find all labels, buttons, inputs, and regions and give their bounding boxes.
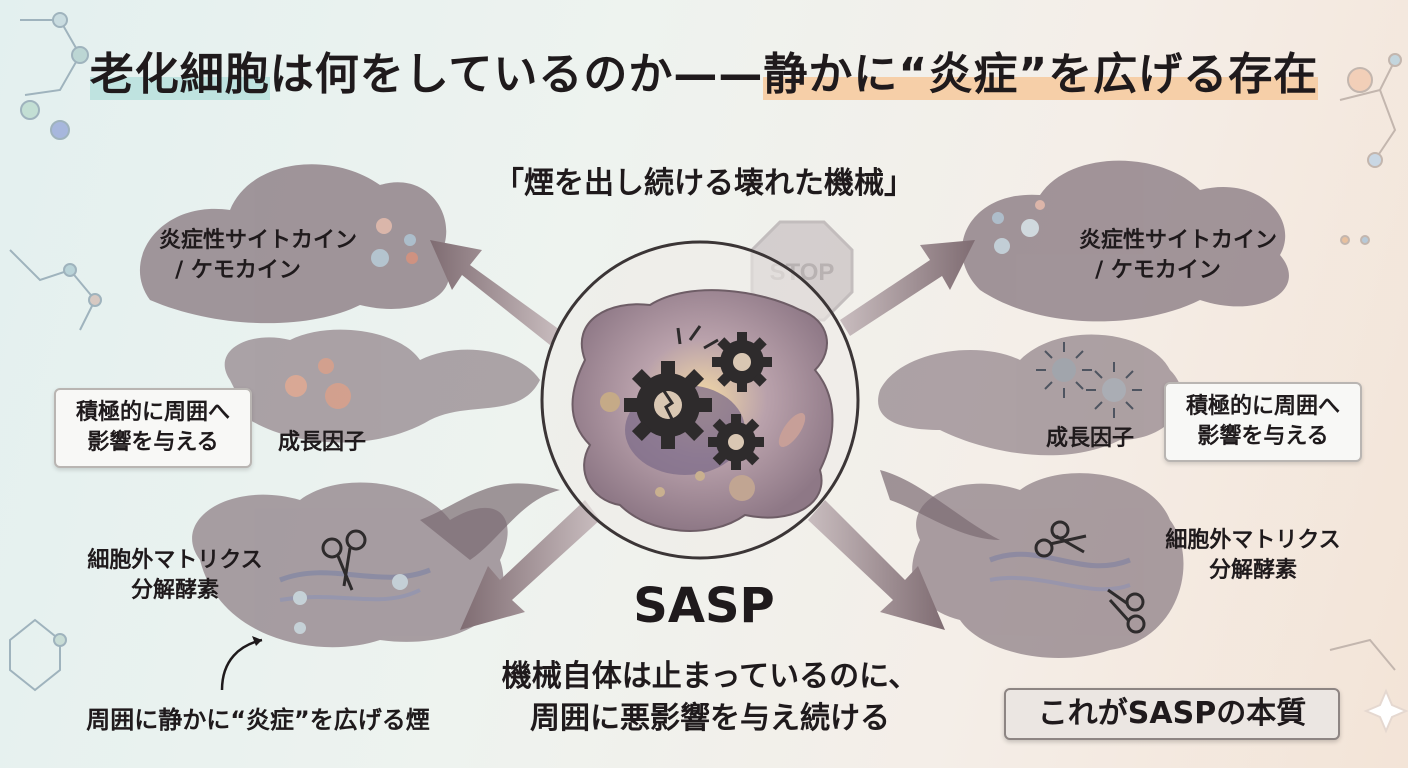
cell-organelle — [778, 412, 806, 448]
essence-box: これがSASPの本質 — [1004, 688, 1340, 740]
arrow-bottom-right — [808, 500, 945, 630]
active-effect-left-line1: 積極的に周囲へ — [75, 400, 230, 425]
smoke-cloud-matrix-right — [912, 473, 1184, 659]
label-cytokine-left-line1: 炎症性サイトカイン — [158, 228, 357, 253]
label-matrix-right-line1: 細胞外マトリクス — [1165, 528, 1341, 553]
arrow-top-right — [840, 240, 975, 336]
cell-vesicle — [729, 475, 755, 501]
smoke-cloud-cytokine-right — [962, 160, 1289, 322]
label-cytokine-right-line1: 炎症性サイトカイン — [1078, 228, 1277, 253]
active-effect-box-right: 積極的に周囲へ 影響を与える — [1164, 382, 1362, 462]
subtitle: 「煙を出し続ける壊れた機械」 — [494, 166, 914, 201]
scissors-icon-left — [321, 529, 367, 591]
active-effect-box-left: 積極的に周囲へ 影響を与える — [54, 388, 252, 468]
title-part-inflammation: 静かに“炎症”を広げる存在 — [763, 49, 1319, 100]
arrow-bottom-left — [460, 500, 600, 630]
title-part-question: は何をしているのか—— — [269, 49, 764, 100]
active-effect-right-line1: 積極的に周囲へ — [1185, 394, 1340, 419]
cell-vesicle — [695, 471, 705, 481]
smoke-cloud-growth-right — [878, 334, 1182, 456]
cell-vesicle — [655, 487, 665, 497]
label-matrix-left: 細胞外マトリクス 分解酵素 — [60, 546, 290, 606]
bottom-message-line2: 周囲に悪影響を与え続ける — [530, 701, 890, 736]
growth-factor-particle-icons — [1036, 342, 1142, 418]
molecule-decoration-right — [1329, 53, 1408, 734]
caption-pointer — [220, 638, 263, 691]
label-cytokine-right: 炎症性サイトカイン / ケモカイン — [1048, 226, 1308, 286]
caption-pointer-head — [252, 636, 262, 646]
sasp-label: SASP — [633, 578, 775, 634]
label-cytokine-right-line2: / ケモカイン — [1095, 258, 1221, 283]
arrow-top-left — [430, 240, 560, 345]
bottom-message: 機械自体は止まっているのに、 周囲に悪影響を与え続ける — [430, 656, 990, 740]
page-title: 老化細胞は何をしているのか——静かに“炎症”を広げる存在 — [0, 38, 1408, 102]
label-growth-factor-right: 成長因子 — [1045, 426, 1134, 451]
label-cytokine-left: 炎症性サイトカイン / ケモカイン — [128, 226, 388, 286]
title-part-senescent: 老化細胞 — [89, 49, 270, 100]
smoke-cloud-growth-left — [224, 329, 540, 443]
smoke-caption: 周囲に静かに“炎症”を広げる煙 — [86, 706, 430, 734]
scissors-icon-right — [1034, 520, 1146, 634]
label-matrix-left-line1: 細胞外マトリクス — [87, 548, 263, 573]
cell-vesicle — [600, 392, 620, 412]
label-cytokine-left-line2: / ケモカイン — [175, 258, 301, 283]
smoke-cloud-cytokine-left — [139, 164, 449, 324]
smoke-trail-right — [880, 470, 1000, 540]
bottom-message-line1: 機械自体は止まっているのに、 — [501, 659, 919, 694]
smoke-trail-left — [420, 483, 560, 560]
active-effect-left-line2: 影響を与える — [87, 430, 219, 455]
label-matrix-right-line2: 分解酵素 — [1208, 558, 1297, 583]
label-growth-factor-left: 成長因子 — [277, 430, 366, 455]
label-matrix-right: 細胞外マトリクス 分解酵素 — [1138, 526, 1368, 586]
label-matrix-left-line2: 分解酵素 — [130, 578, 219, 603]
molecule-decoration-left — [9, 12, 102, 692]
active-effect-right-line2: 影響を与える — [1197, 424, 1329, 449]
